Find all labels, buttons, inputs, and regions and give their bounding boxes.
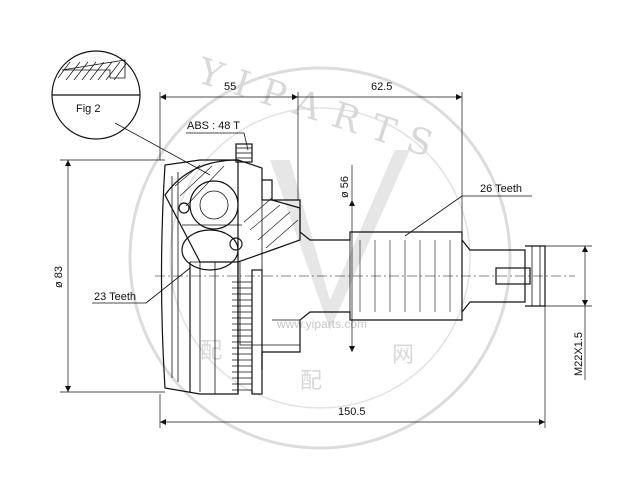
detail-label: Fig 2 xyxy=(76,103,100,115)
watermark: YIPARTS www.yiparts.com 配 网 配 xyxy=(128,51,512,450)
dim-top-right-label: 62.5 xyxy=(371,81,392,93)
detail-view: Fig 2 xyxy=(51,50,211,176)
dimension-labels: 55 62.5 150.5 ø 83 ø 56 M22X1.5 ABS : 48… xyxy=(53,81,585,418)
dim-thread-label: M22X1.5 xyxy=(573,332,585,376)
abs-teeth-label: ABS : 48 T xyxy=(187,120,240,132)
dimension-lines xyxy=(60,92,592,428)
dim-overall-length-label: 150.5 xyxy=(338,406,366,418)
watermark-cjk-1: 配 xyxy=(300,369,322,394)
watermark-cjk-3: 配 xyxy=(200,339,222,364)
dim-top-left-label: 55 xyxy=(224,81,236,93)
outer-teeth-label: 26 Teeth xyxy=(480,183,522,195)
dim-shaft-diameter-label: ø 56 xyxy=(339,176,351,198)
watermark-url: www.yiparts.com xyxy=(276,317,367,331)
inner-teeth-label: 23 Teeth xyxy=(94,291,136,303)
dim-outer-diameter-label: ø 83 xyxy=(53,266,65,288)
watermark-cjk-2: 网 xyxy=(392,343,414,368)
cv-joint-body xyxy=(155,143,575,395)
